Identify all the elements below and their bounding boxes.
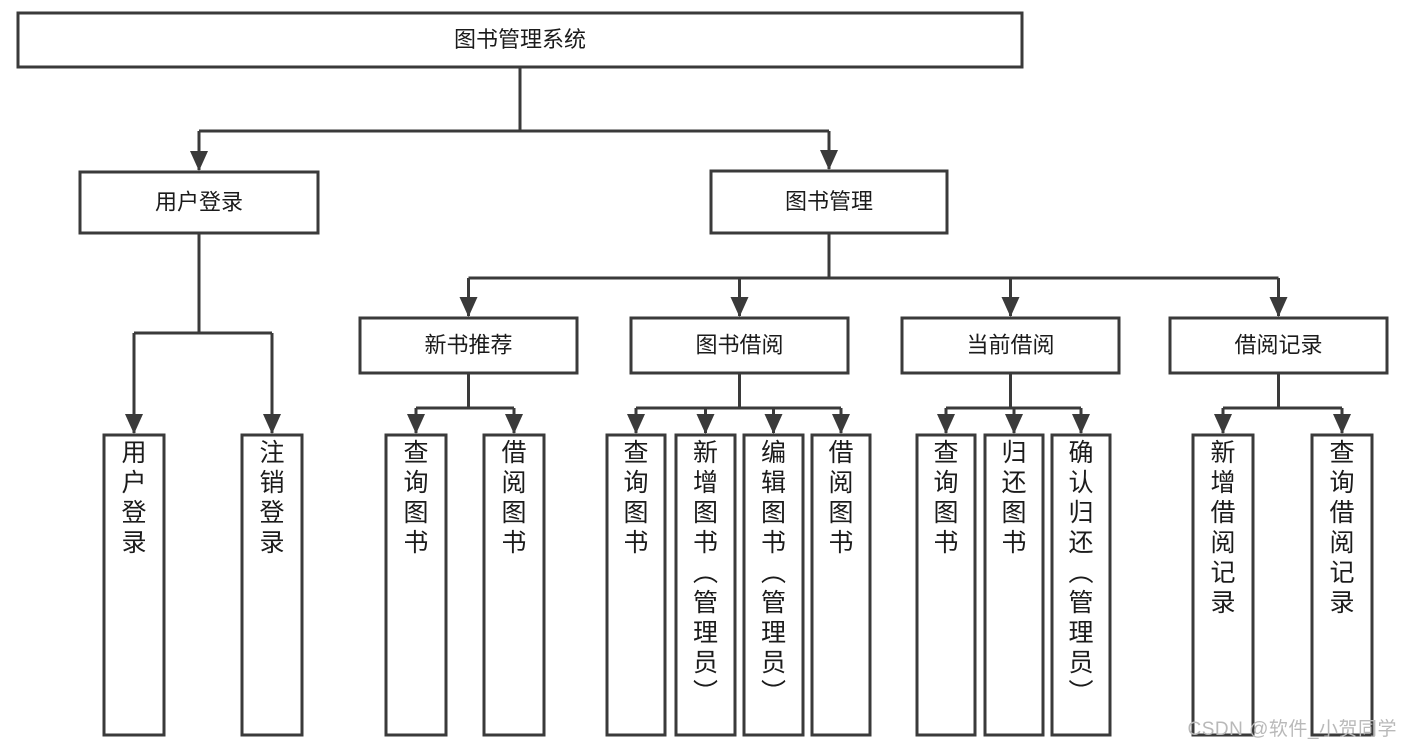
node-box-current-confirm-return[interactable] (1050, 433, 1112, 737)
node-box-current-query-book[interactable] (915, 433, 977, 737)
node-label-user-logout: 注销登录 (259, 439, 284, 557)
arrow-head-icon (832, 414, 850, 434)
node-user-logout[interactable]: 注销登录 (240, 433, 304, 737)
node-box-user-logout[interactable] (240, 433, 304, 737)
node-new-book-recommend[interactable]: 新书推荐 (358, 316, 579, 375)
node-box-current-return-book[interactable] (983, 433, 1045, 737)
node-box-borrow-add-book[interactable] (674, 433, 737, 737)
arrow-head-icon (627, 414, 645, 434)
node-box-borrow-edit-book[interactable] (742, 433, 805, 737)
node-book-manage[interactable]: 图书管理 (709, 169, 949, 235)
node-current-return-book[interactable]: 归还图书 (983, 433, 1045, 737)
node-box-borrow-query-book[interactable] (605, 433, 667, 737)
arrow-head-icon (1001, 297, 1020, 317)
arrow-head-icon (459, 297, 478, 317)
node-label-new-book-recommend: 新书推荐 (424, 332, 512, 357)
arrow-head-icon (1269, 297, 1288, 317)
node-box-current-borrow[interactable] (900, 316, 1121, 375)
node-current-borrow[interactable]: 当前借阅 (900, 316, 1121, 375)
node-book-borrow[interactable]: 图书借阅 (629, 316, 850, 375)
node-label-recommend-query-book: 查询图书 (403, 439, 428, 557)
node-label-borrow-edit-book: 编辑图书︵管理员︶ (761, 439, 786, 707)
node-box-root[interactable] (16, 11, 1024, 69)
node-label-book-borrow: 图书借阅 (695, 332, 783, 357)
node-record-add[interactable]: 新增借阅记录 (1191, 433, 1255, 737)
arrow-head-icon (1005, 414, 1023, 434)
node-label-borrow-record: 借阅记录 (1234, 332, 1322, 357)
connector-edges (125, 67, 1351, 434)
node-box-new-book-recommend[interactable] (358, 316, 579, 375)
node-box-borrow-record[interactable] (1168, 316, 1389, 375)
node-borrow-record[interactable]: 借阅记录 (1168, 316, 1389, 375)
node-label-book-manage: 图书管理 (785, 189, 873, 214)
node-box-user-login[interactable] (78, 170, 320, 235)
node-boxes: 图书管理系统用户登录用户登录注销登录图书管理新书推荐查询图书借阅图书图书借阅查询… (16, 11, 1389, 737)
node-label-current-query-book: 查询图书 (933, 439, 958, 557)
node-box-book-manage[interactable] (709, 169, 949, 235)
node-borrow-borrow-book[interactable]: 借阅图书 (810, 433, 872, 737)
node-label-user-login: 用户登录 (155, 189, 243, 214)
node-user-login-do[interactable]: 用户登录 (102, 433, 166, 737)
node-label-current-borrow: 当前借阅 (966, 332, 1054, 357)
node-recommend-borrow-book[interactable]: 借阅图书 (482, 433, 546, 737)
arrow-head-icon (1214, 414, 1232, 434)
node-label-borrow-borrow-book: 借阅图书 (828, 439, 853, 557)
node-box-record-add[interactable] (1191, 433, 1255, 737)
node-label-root: 图书管理系统 (454, 27, 586, 52)
node-label-current-confirm-return: 确认归还︵管理员︶ (1068, 439, 1093, 707)
node-recommend-query-book[interactable]: 查询图书 (384, 433, 448, 737)
arrow-head-icon (937, 414, 955, 434)
arrow-head-icon (820, 150, 838, 170)
node-label-recommend-borrow-book: 借阅图书 (501, 439, 526, 557)
node-current-query-book[interactable]: 查询图书 (915, 433, 977, 737)
node-box-recommend-query-book[interactable] (384, 433, 448, 737)
arrow-head-icon (505, 414, 523, 434)
arrow-head-icon (407, 414, 425, 434)
arrow-head-icon (263, 414, 281, 434)
node-box-record-query[interactable] (1310, 433, 1374, 737)
node-user-login[interactable]: 用户登录 (78, 170, 320, 235)
node-label-record-query: 查询借阅记录 (1329, 439, 1354, 617)
node-label-borrow-add-book: 新增图书︵管理员︶ (693, 439, 718, 707)
arrow-head-icon (730, 297, 749, 317)
node-label-record-add: 新增借阅记录 (1210, 439, 1235, 617)
node-label-borrow-query-book: 查询图书 (623, 439, 648, 557)
arrow-head-icon (125, 414, 143, 434)
node-label-current-return-book: 归还图书 (1001, 439, 1026, 557)
node-borrow-edit-book[interactable]: 编辑图书︵管理员︶ (742, 433, 805, 737)
node-record-query[interactable]: 查询借阅记录 (1310, 433, 1374, 737)
arrow-head-icon (190, 151, 208, 171)
arrow-head-icon (1072, 414, 1090, 434)
arrow-head-icon (1333, 414, 1351, 434)
node-box-user-login-do[interactable] (102, 433, 166, 737)
node-label-user-login-do: 用户登录 (121, 439, 146, 557)
node-borrow-add-book[interactable]: 新增图书︵管理员︶ (674, 433, 737, 737)
node-box-borrow-borrow-book[interactable] (810, 433, 872, 737)
node-box-recommend-borrow-book[interactable] (482, 433, 546, 737)
arrow-head-icon (696, 414, 715, 434)
node-root[interactable]: 图书管理系统 (16, 11, 1024, 69)
node-borrow-query-book[interactable]: 查询图书 (605, 433, 667, 737)
arrow-head-icon (764, 414, 783, 434)
node-current-confirm-return[interactable]: 确认归还︵管理员︶ (1050, 433, 1112, 737)
node-box-book-borrow[interactable] (629, 316, 850, 375)
